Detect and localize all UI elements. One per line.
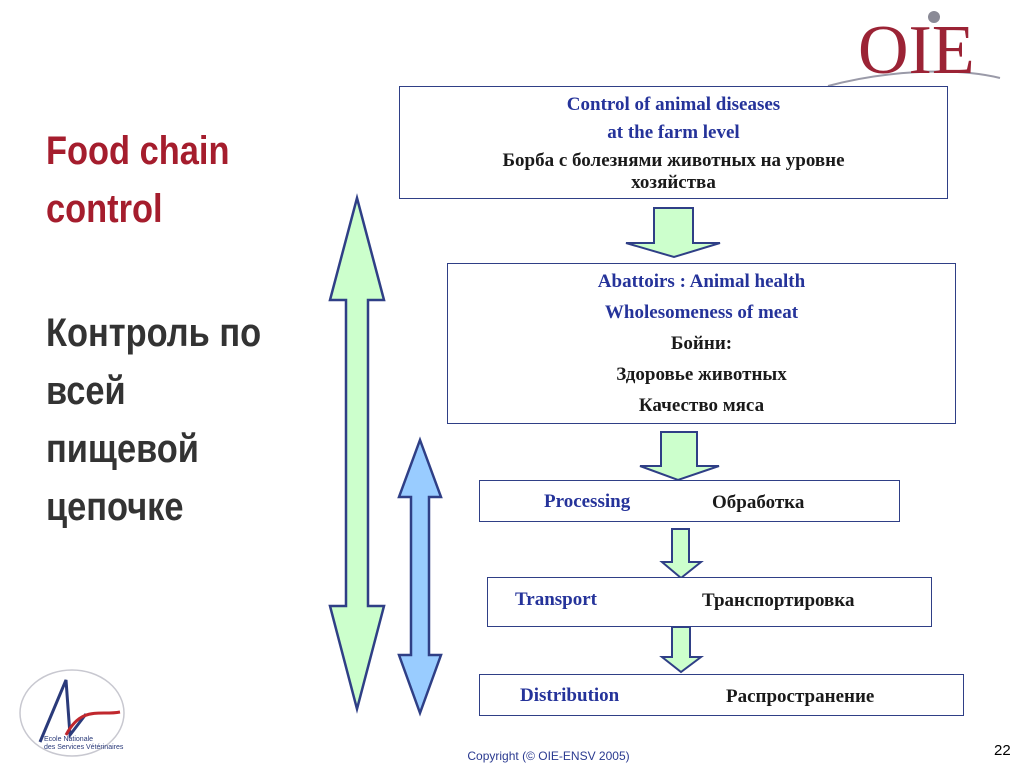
abattoirs-en-line-1: Abattoirs : Animal health bbox=[597, 271, 806, 292]
abattoirs-ru-line-2: Здоровье животных bbox=[616, 364, 787, 385]
distribution-box: Distribution Распространение bbox=[479, 674, 964, 716]
abattoirs-box: Abattoirs : Animal health Wholesomeness … bbox=[447, 263, 956, 424]
title-russian: Контроль по всей пищевой цепочке bbox=[46, 304, 330, 536]
title-english: Food chain control bbox=[46, 122, 304, 238]
abattoirs-ru-line-3: Качество мяса bbox=[638, 395, 765, 416]
oie-logo-text: OIE bbox=[858, 12, 975, 89]
transport-ru: Транспортировка bbox=[702, 590, 855, 611]
farm-en-line-2: at the farm level bbox=[607, 122, 740, 143]
double-arrow-green bbox=[328, 193, 386, 714]
processing-ru: Обработка bbox=[712, 492, 805, 513]
farm-ru-line-2: хозяйства bbox=[631, 172, 716, 193]
copyright-footer: Copyright (© OIE-ENSV 2005) bbox=[0, 749, 1024, 763]
title-english-line-2: control bbox=[46, 187, 163, 231]
copyright-text: Copyright (© OIE-ENSV 2005) bbox=[467, 749, 630, 763]
school-name-line1: Ecole Nationale bbox=[44, 736, 93, 743]
title-english-line-1: Food chain bbox=[46, 129, 230, 173]
abattoirs-en-line-2: Wholesomeness of meat bbox=[604, 302, 799, 323]
ensv-school-logo: Ecole Nationale des Services Vétérinaire… bbox=[19, 669, 125, 757]
title-russian-line-2: всей bbox=[46, 369, 126, 413]
title-russian-line-1: Контроль по bbox=[46, 311, 262, 355]
processing-box: Processing Обработка bbox=[479, 480, 900, 522]
transport-en: Transport bbox=[515, 589, 597, 610]
double-arrow-blue bbox=[397, 436, 443, 717]
farm-ru-line-1: Борба с болезнями животных на уровне bbox=[502, 150, 845, 171]
title-russian-line-4: цепочке bbox=[46, 485, 184, 529]
page-number: 22 bbox=[994, 742, 1011, 759]
down-arrow-2 bbox=[639, 431, 720, 482]
down-arrow-3 bbox=[659, 528, 704, 580]
down-arrow-4 bbox=[659, 626, 704, 674]
oie-logo: OIE bbox=[827, 11, 1001, 89]
farm-en-line-1: Control of animal diseases bbox=[566, 94, 781, 115]
school-name-line2: des Services Vétérinaires bbox=[44, 744, 124, 751]
distribution-ru: Распространение bbox=[726, 686, 875, 707]
processing-en: Processing bbox=[544, 491, 631, 512]
title-russian-line-3: пищевой bbox=[46, 427, 199, 471]
down-arrow-1 bbox=[625, 207, 721, 259]
farm-level-box: Control of animal diseases at the farm l… bbox=[399, 86, 948, 199]
abattoirs-ru-line-1: Бойни: bbox=[670, 333, 733, 354]
transport-box: Transport Транспортировка bbox=[487, 577, 932, 627]
distribution-en: Distribution bbox=[520, 685, 620, 706]
